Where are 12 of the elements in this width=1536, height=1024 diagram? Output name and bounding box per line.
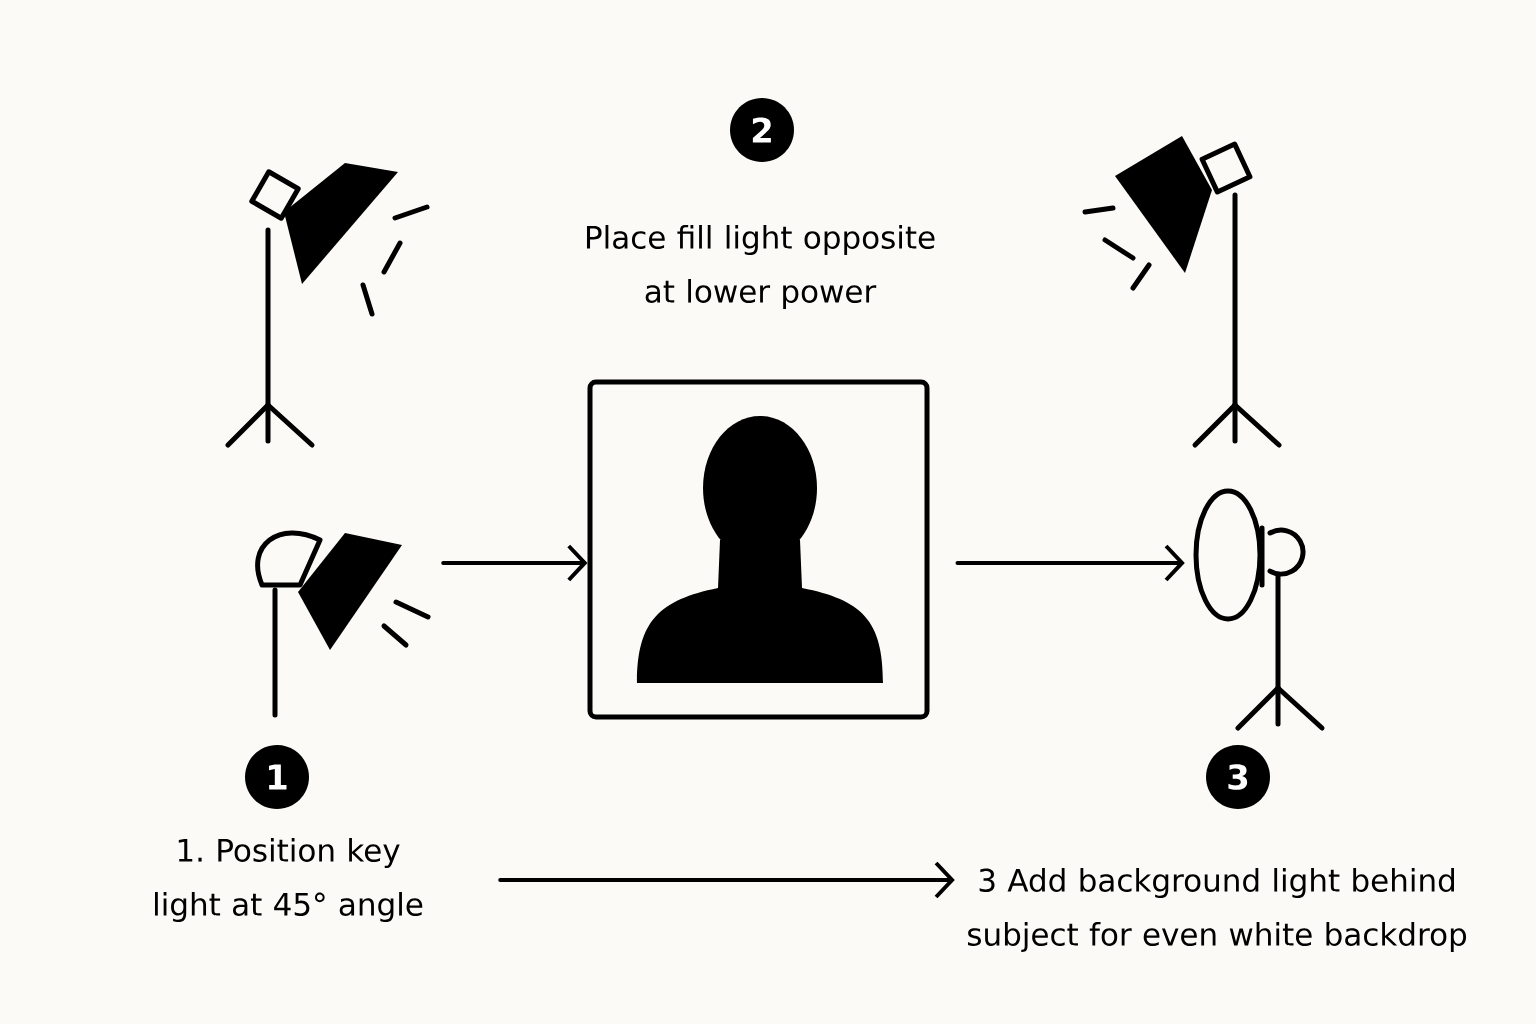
- step-number: 3: [1206, 745, 1270, 809]
- background-light-drawing: [1193, 488, 1325, 731]
- arrow: [955, 544, 1185, 582]
- step-caption: 3 Add background light behind subject for even white backdrop: [968, 868, 1467, 952]
- arrow: [498, 861, 955, 899]
- step-caption: 1. Position key light at 45° angle: [155, 838, 423, 922]
- portrait-frame: [587, 379, 930, 720]
- key-light-drawing: [255, 530, 431, 718]
- arrow: [441, 544, 588, 582]
- step-number: 1: [245, 745, 309, 809]
- step-number: 2: [730, 98, 794, 162]
- step-caption: Place fill light opposite at lower power: [587, 225, 935, 309]
